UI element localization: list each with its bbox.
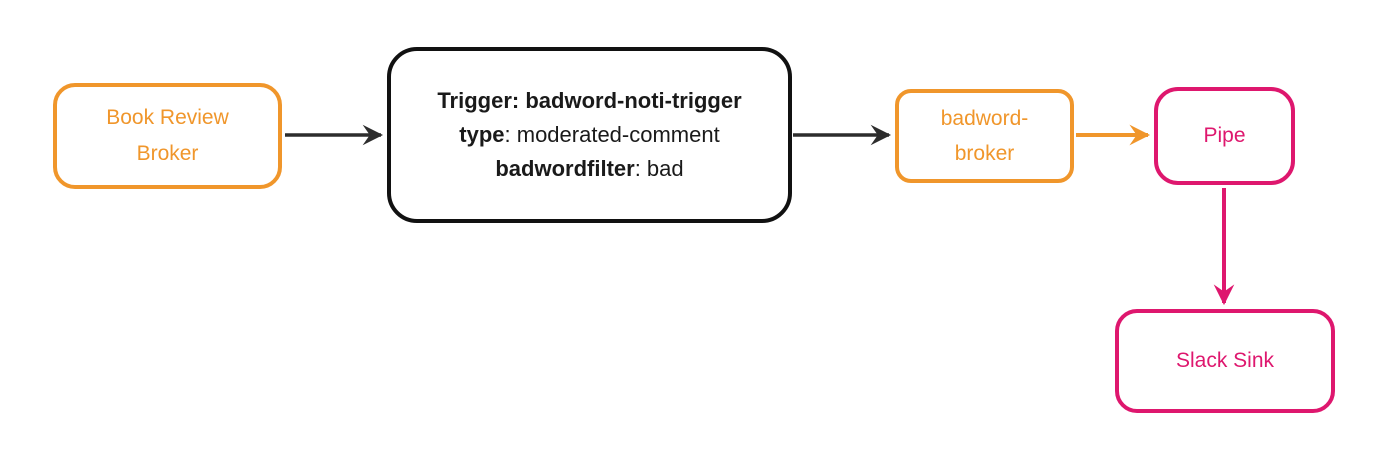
node-label-line: broker <box>954 142 1015 165</box>
trigger-line-2: type: moderated-comment <box>459 118 719 152</box>
node-label-line: Broker <box>136 142 199 165</box>
node-label: Pipe <box>1203 124 1246 147</box>
node-book-review-broker: Book Review Broker <box>53 83 282 189</box>
trigger-filter-key: badwordfilter <box>495 156 635 181</box>
node-label: Slack Sink <box>1175 349 1275 372</box>
node-pipe: Pipe <box>1154 87 1295 185</box>
node-badword-broker: badword- broker <box>895 89 1074 183</box>
node-slack-sink: Slack Sink <box>1115 309 1335 413</box>
node-label-line: Book Review <box>106 106 229 129</box>
trigger-line-1: Trigger: badword-noti-trigger <box>437 84 741 118</box>
trigger-type-key: type <box>459 122 505 147</box>
node-label-line: badword- <box>940 107 1029 130</box>
trigger-type-value: : moderated-comment <box>504 122 720 147</box>
trigger-line-3: badwordfilter: bad <box>495 152 683 186</box>
trigger-filter-value: : bad <box>634 156 684 181</box>
node-trigger: Trigger: badword-noti-trigger type: mode… <box>387 47 792 223</box>
trigger-name-text: Trigger: badword-noti-trigger <box>437 88 742 113</box>
